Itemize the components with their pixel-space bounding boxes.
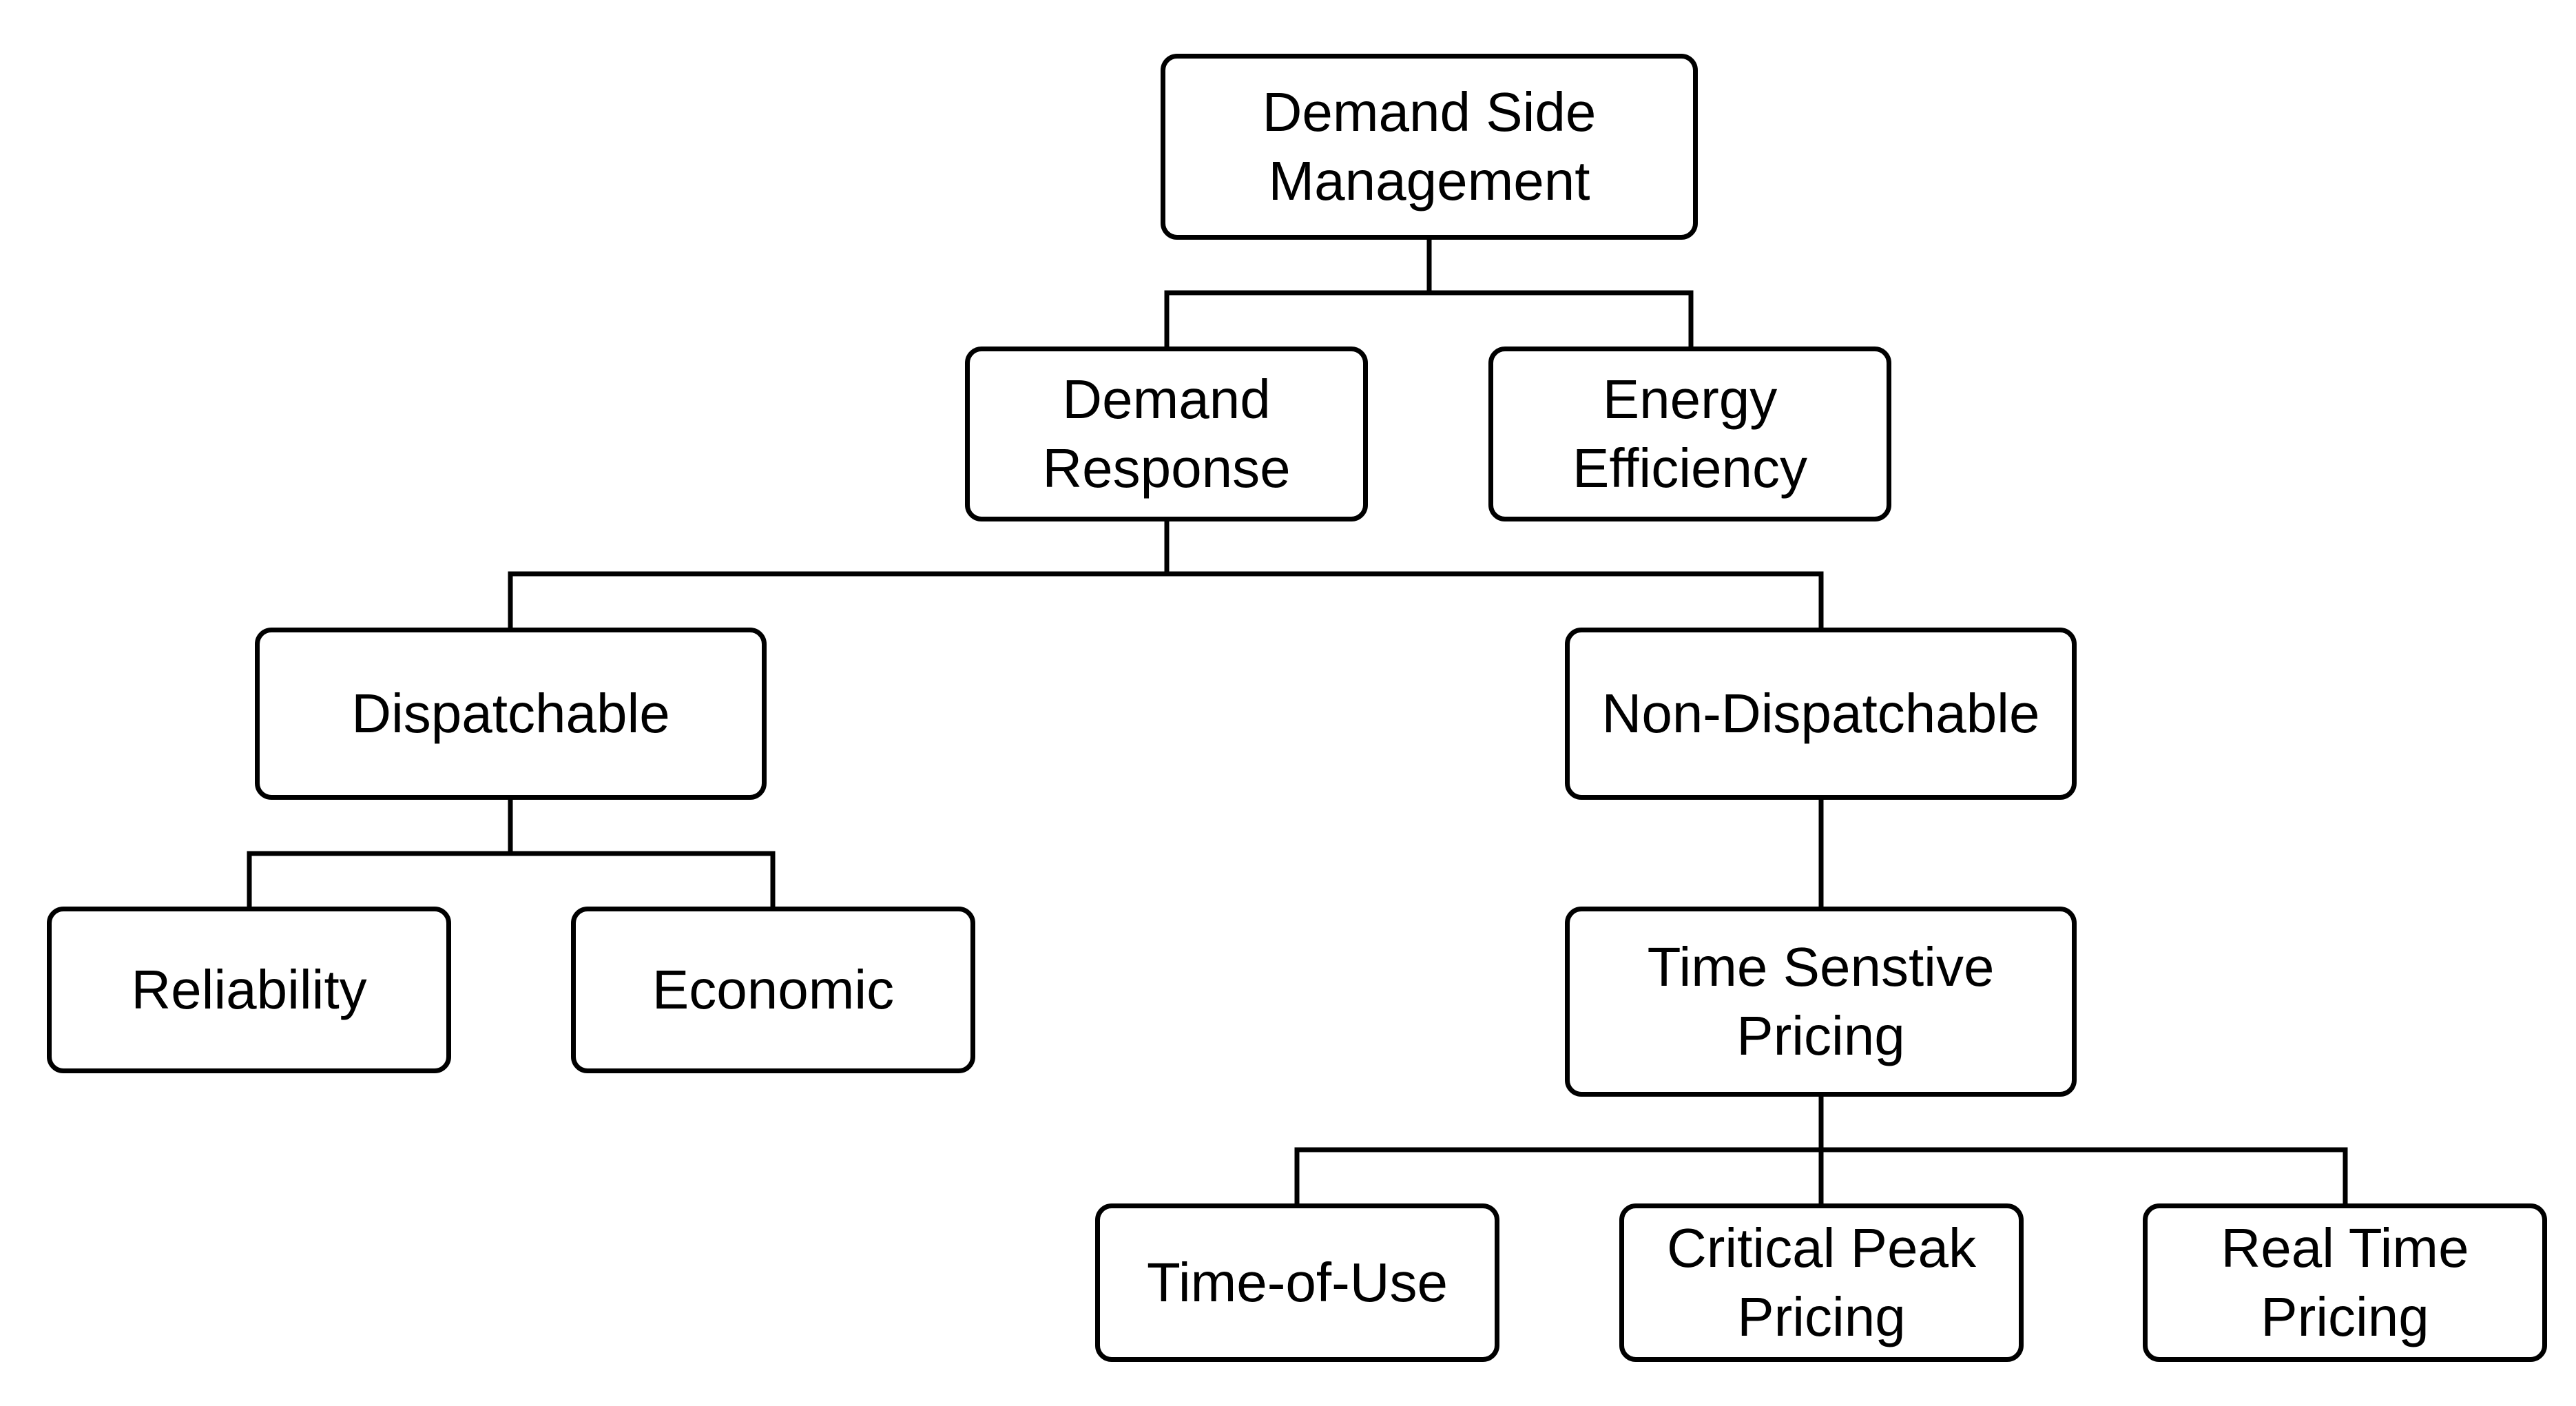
node-label-line: Demand (1062, 369, 1271, 430)
node-label-line: Response (1042, 437, 1291, 499)
node-reliability: Reliability (47, 907, 451, 1073)
node-label-line: Time Senstive (1647, 936, 1995, 997)
node-critical-peak-pricing: Critical Peak Pricing (1619, 1203, 2024, 1362)
node-energy-efficiency: Energy Efficiency (1488, 347, 1891, 521)
node-label-line: Real Time (2221, 1217, 2469, 1279)
node-demand-side-management: Demand Side Management (1161, 54, 1698, 240)
node-time-of-use: Time-of-Use (1095, 1203, 1499, 1362)
node-label-line: Non-Dispatchable (1601, 683, 2040, 744)
node-label-line: Demand Side (1262, 81, 1597, 143)
node-label-line: Energy (1602, 369, 1778, 430)
node-label-line: Pricing (1736, 1005, 1905, 1066)
node-demand-response: Demand Response (965, 347, 1368, 521)
node-economic: Economic (571, 907, 975, 1073)
node-label-line: Management (1268, 150, 1590, 211)
node-label-line: Dispatchable (351, 683, 670, 744)
node-real-time-pricing: Real Time Pricing (2143, 1203, 2547, 1362)
node-label-line: Pricing (1737, 1286, 1906, 1347)
node-label-line: Economic (652, 959, 895, 1020)
node-label-line: Time-of-Use (1146, 1252, 1448, 1313)
node-time-sensitive-pricing: Time Senstive Pricing (1565, 907, 2077, 1097)
node-label-line: Critical Peak (1666, 1217, 1977, 1279)
node-dispatchable: Dispatchable (255, 628, 767, 800)
node-non-dispatchable: Non-Dispatchable (1565, 628, 2077, 800)
node-label-line: Pricing (2261, 1286, 2429, 1347)
node-label-line: Efficiency (1572, 437, 1807, 499)
node-label-line: Reliability (131, 959, 367, 1020)
